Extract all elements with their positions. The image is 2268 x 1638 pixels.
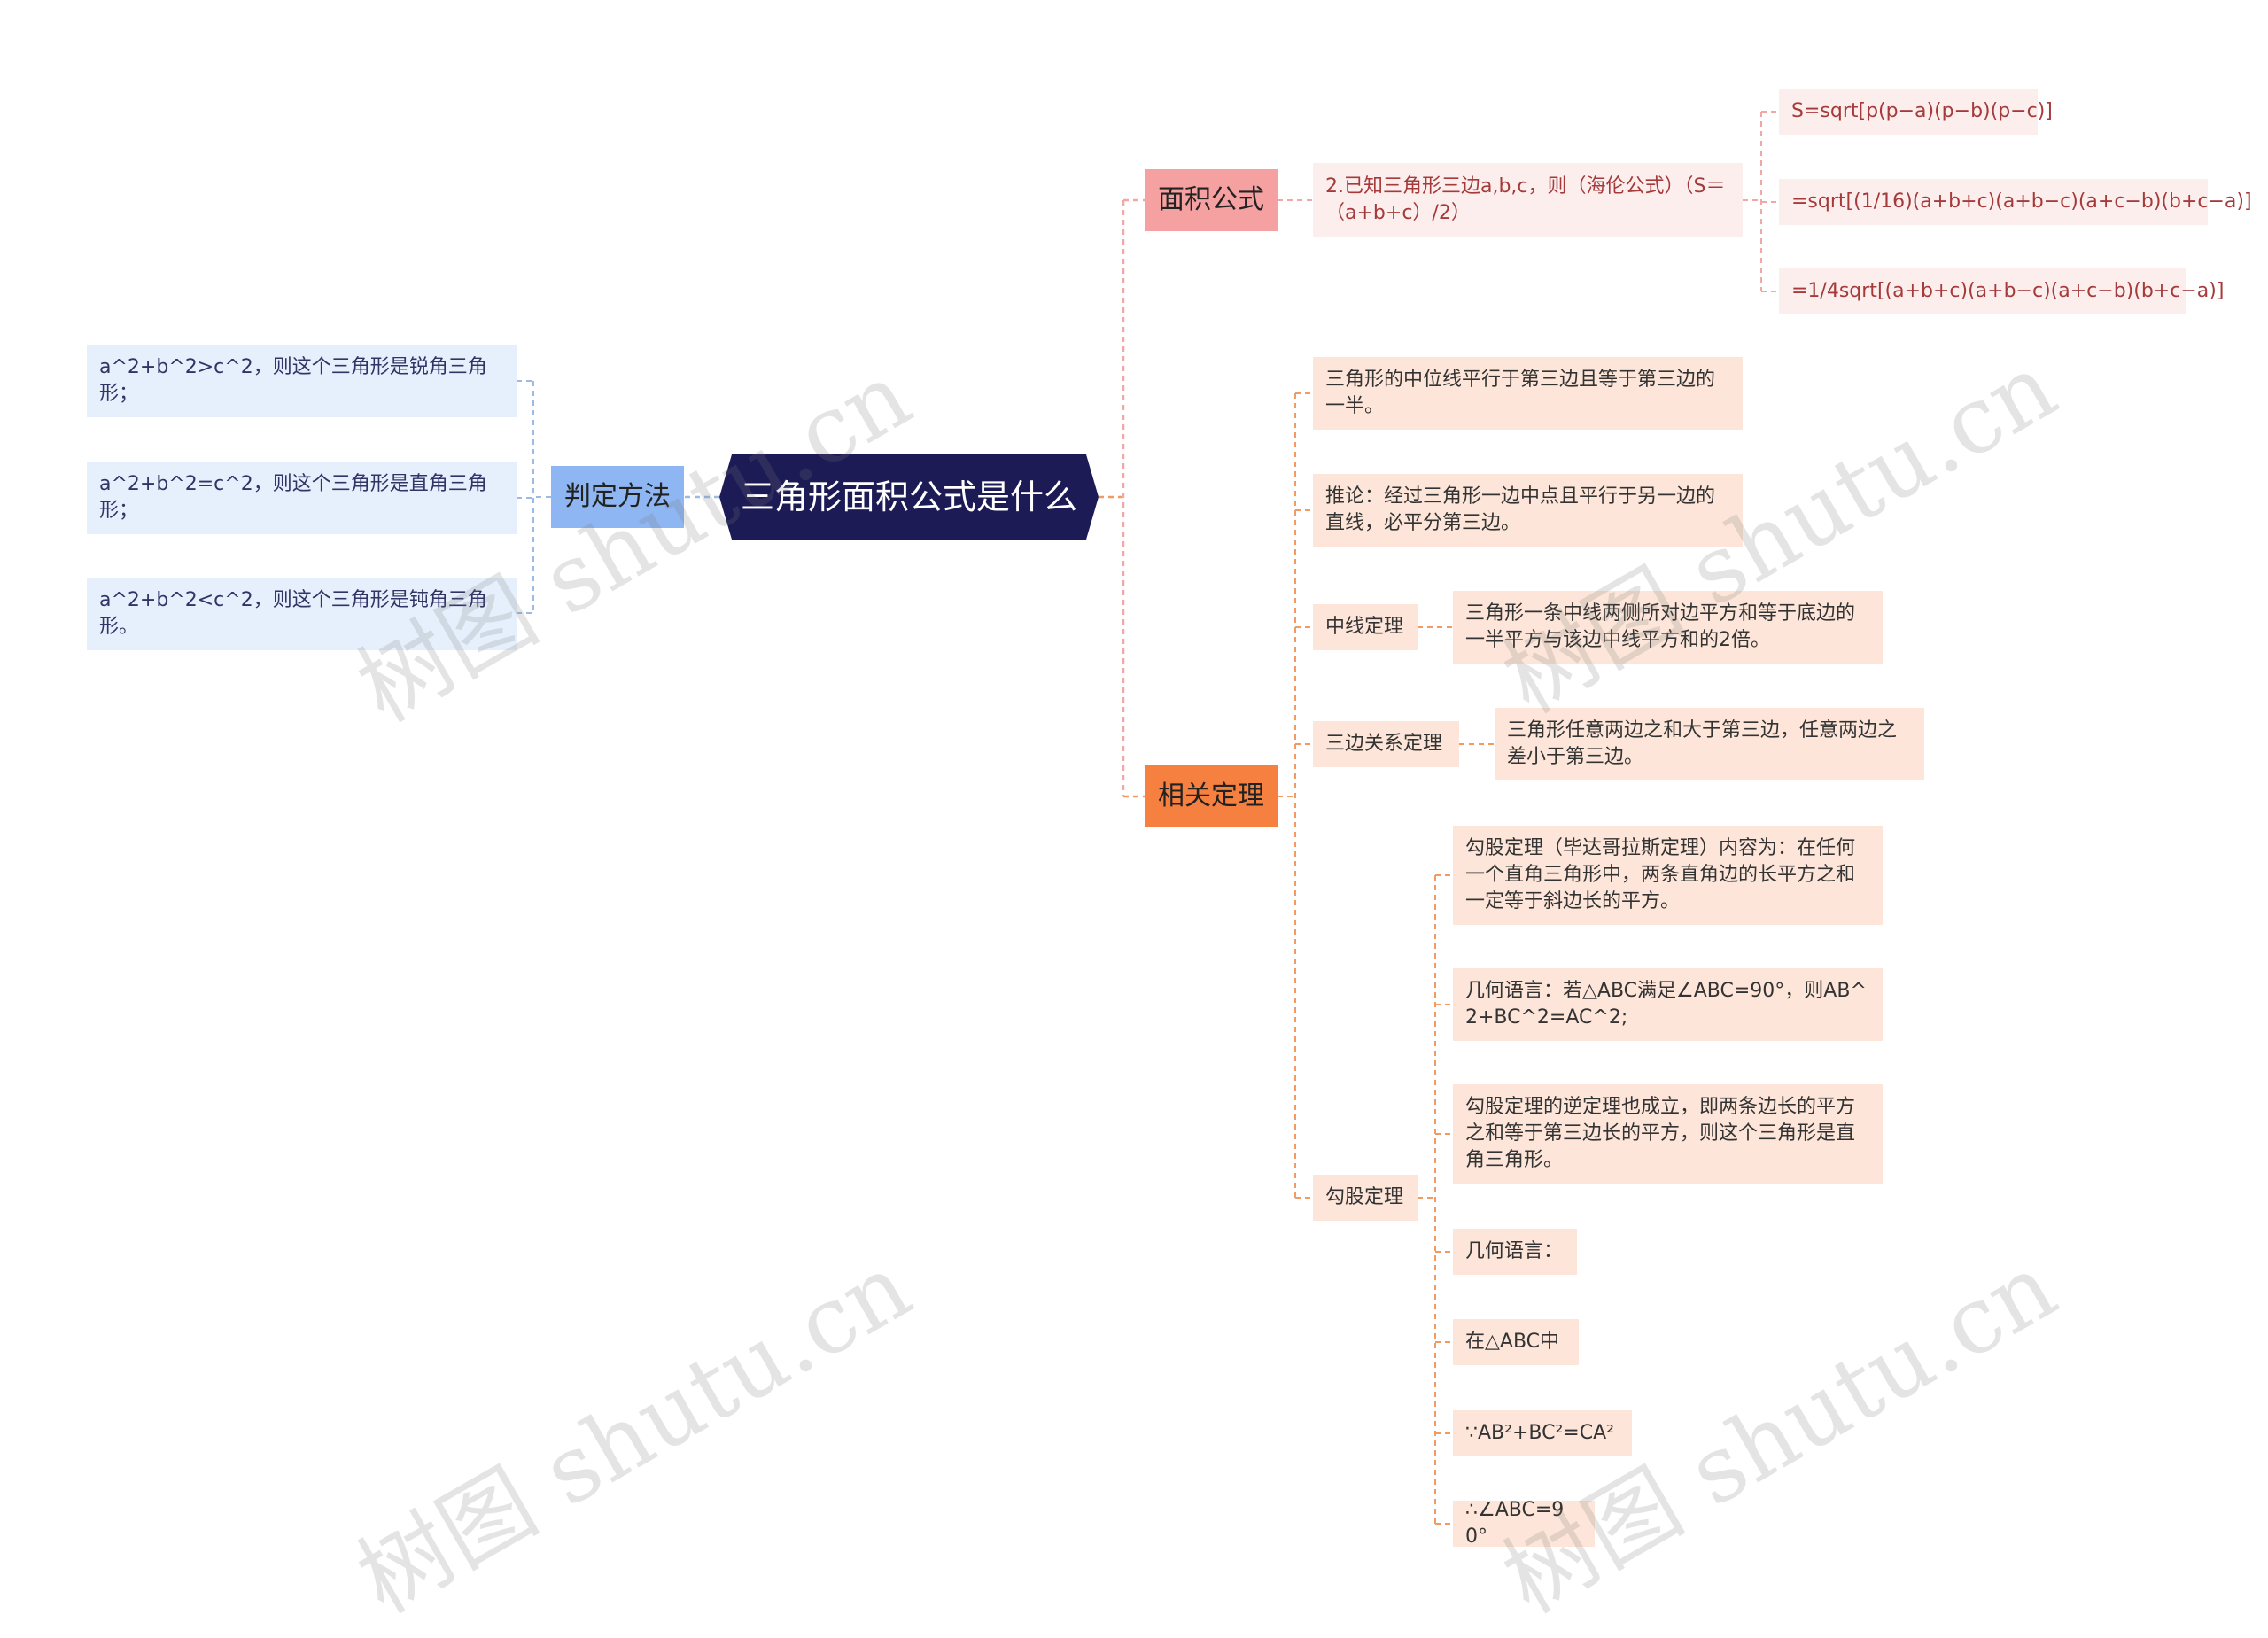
pythagoras-label[interactable]: 勾股定理 xyxy=(1313,1175,1418,1221)
judge-item-acute[interactable]: a^2+b^2>c^2，则这个三角形是锐角三角形； xyxy=(87,345,517,417)
pythagoras-item-converse[interactable]: 勾股定理的逆定理也成立，即两条边长的平方之和等于第三边长的平方，则这个三角形是直… xyxy=(1453,1084,1883,1184)
pythagoras-item-geometry[interactable]: 几何语言：若△ABC满足∠ABC=90°，则AB^2+BC^2=AC^2; xyxy=(1453,968,1883,1041)
corollary-item[interactable]: 推论：经过三角形一边中点且平行于另一边的直线，必平分第三边。 xyxy=(1313,474,1743,547)
judge-method-topic[interactable]: 判定方法 xyxy=(551,466,684,528)
area-formula-topic[interactable]: 面积公式 xyxy=(1145,169,1278,231)
triangle-inequality-text[interactable]: 三角形任意两边之和大于第三边，任意两边之差小于第三边。 xyxy=(1495,708,1924,780)
heron-formula-3[interactable]: =1/4sqrt[(a+b+c)(a+b−c)(a+c−b)(b+c−a)] xyxy=(1779,268,2224,314)
judge-item-right[interactable]: a^2+b^2=c^2，则这个三角形是直角三角形； xyxy=(87,462,517,534)
heron-formula-1[interactable]: S=sqrt[p(p−a)(p−b)(p−c)] xyxy=(1779,89,2053,135)
related-theorems-topic[interactable]: 相关定理 xyxy=(1145,765,1278,827)
pythagoras-item-statement[interactable]: 勾股定理（毕达哥拉斯定理）内容为：在任何一个直角三角形中，两条直角边的长平方之和… xyxy=(1453,826,1883,925)
median-theorem-label[interactable]: 中线定理 xyxy=(1313,604,1418,650)
pythagoras-item-because[interactable]: ∵AB²+BC²=CA² xyxy=(1453,1410,1632,1456)
judge-item-obtuse[interactable]: a^2+b^2<c^2，则这个三角形是钝角三角形。 xyxy=(87,578,517,650)
heron-condition-item[interactable]: 2.已知三角形三边a,b,c，则（海伦公式）（S＝（a+b+c）/2） xyxy=(1313,163,1743,237)
median-theorem-text[interactable]: 三角形一条中线两侧所对边平方和等于底边的一半平方与该边中线平方和的2倍。 xyxy=(1453,591,1883,664)
pythagoras-item-therefore[interactable]: ∴∠ABC=90° xyxy=(1453,1499,1595,1548)
pythagoras-item-in-abc[interactable]: 在△ABC中 xyxy=(1453,1319,1579,1365)
midline-item[interactable]: 三角形的中位线平行于第三边且等于第三边的一半。 xyxy=(1313,357,1743,430)
triangle-inequality-label[interactable]: 三边关系定理 xyxy=(1313,721,1459,767)
heron-formula-2[interactable]: =sqrt[(1/16)(a+b+c)(a+b−c)(a+c−b)(b+c−a)… xyxy=(1779,179,2252,225)
root-topic[interactable]: 三角形面积公式是什么 xyxy=(719,454,1099,540)
pythagoras-item-geo-lang[interactable]: 几何语言： xyxy=(1453,1229,1577,1275)
